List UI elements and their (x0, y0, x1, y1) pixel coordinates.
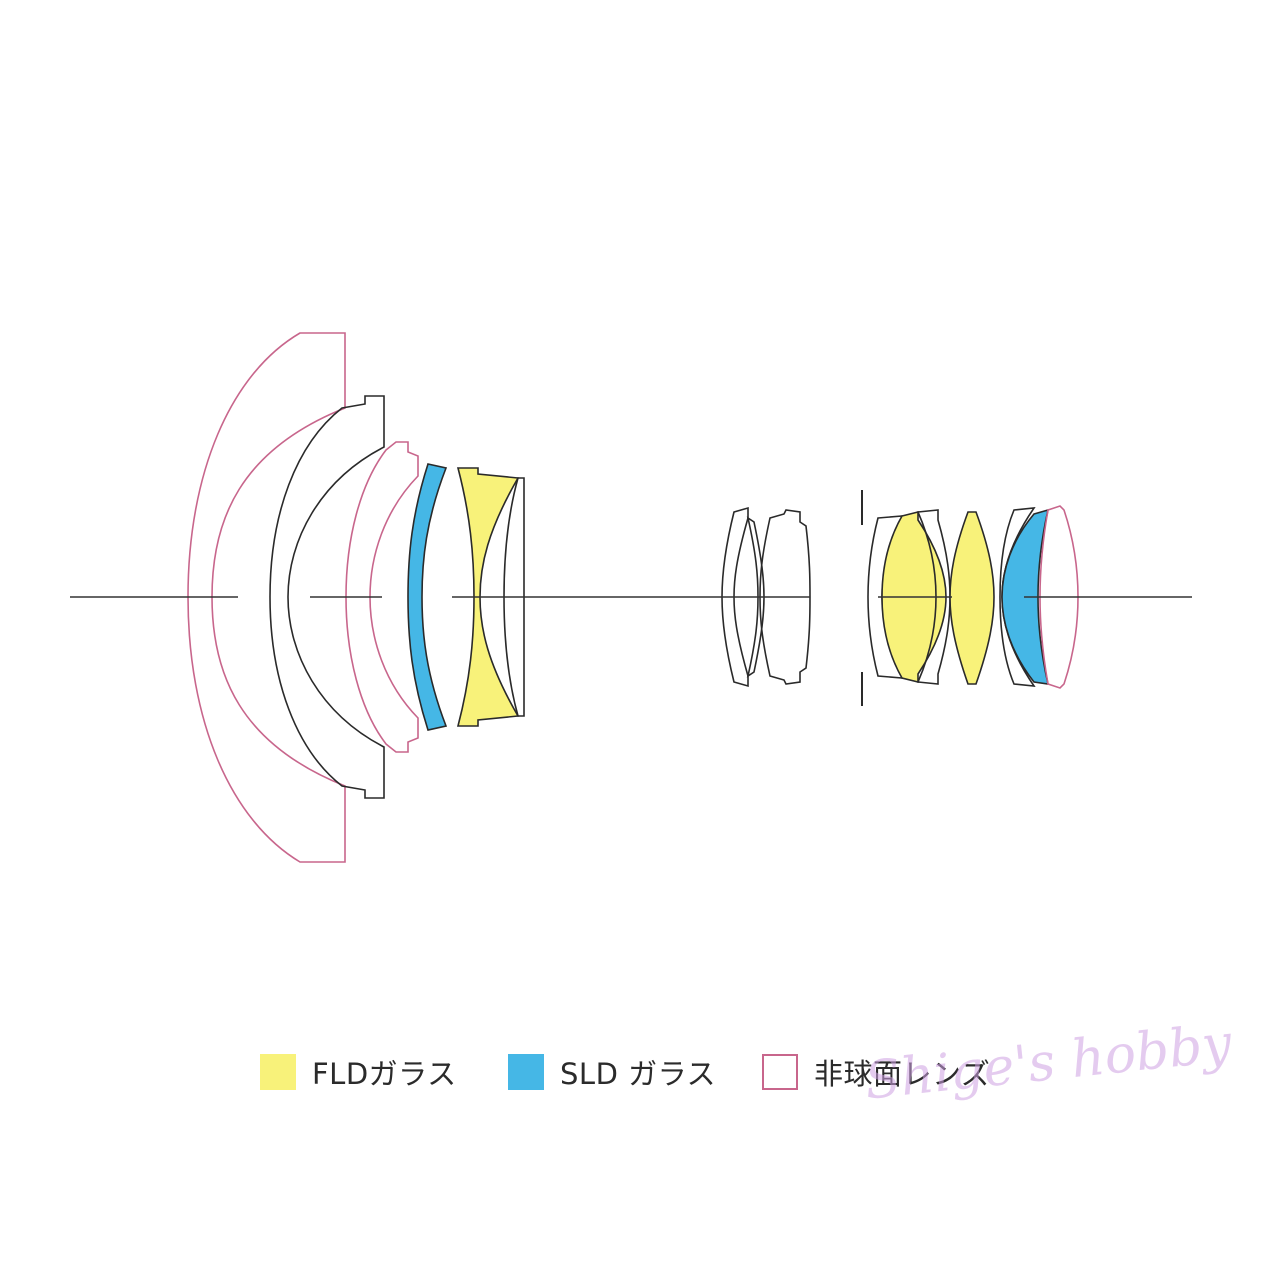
front-element-6 (503, 477, 525, 717)
legend-label-sld: SLD ガラス (560, 1057, 717, 1091)
rear-element-12 (916, 509, 951, 685)
fld-swatch (260, 1054, 296, 1090)
middle-element-8 (746, 516, 765, 678)
legend-label-aspherical: 非球面レンズ (814, 1057, 991, 1091)
middle-element-7 (721, 506, 749, 688)
legend-item-sld: SLD ガラス (508, 1052, 716, 1092)
front-lens-group (187, 332, 525, 863)
middle-element-9 (759, 509, 811, 685)
legend-item-fld: FLDガラス (260, 1052, 457, 1092)
aspherical-swatch (762, 1054, 798, 1090)
front-element-2 (269, 395, 385, 799)
middle-lens-group (721, 506, 811, 688)
sld-swatch (508, 1054, 544, 1090)
legend-label-fld: FLDガラス (312, 1057, 457, 1091)
legend: FLDガラス SLD ガラス 非球面レンズ (0, 1052, 1280, 1096)
rear-aspherical-element-16 (1039, 505, 1079, 689)
front-aspherical-element-1 (187, 332, 346, 863)
front-aspherical-element-3 (345, 441, 419, 753)
front-sld-element-4[interactable] (407, 463, 448, 731)
legend-item-aspherical: 非球面レンズ (762, 1052, 990, 1092)
rear-fld-element-13[interactable] (949, 511, 995, 685)
